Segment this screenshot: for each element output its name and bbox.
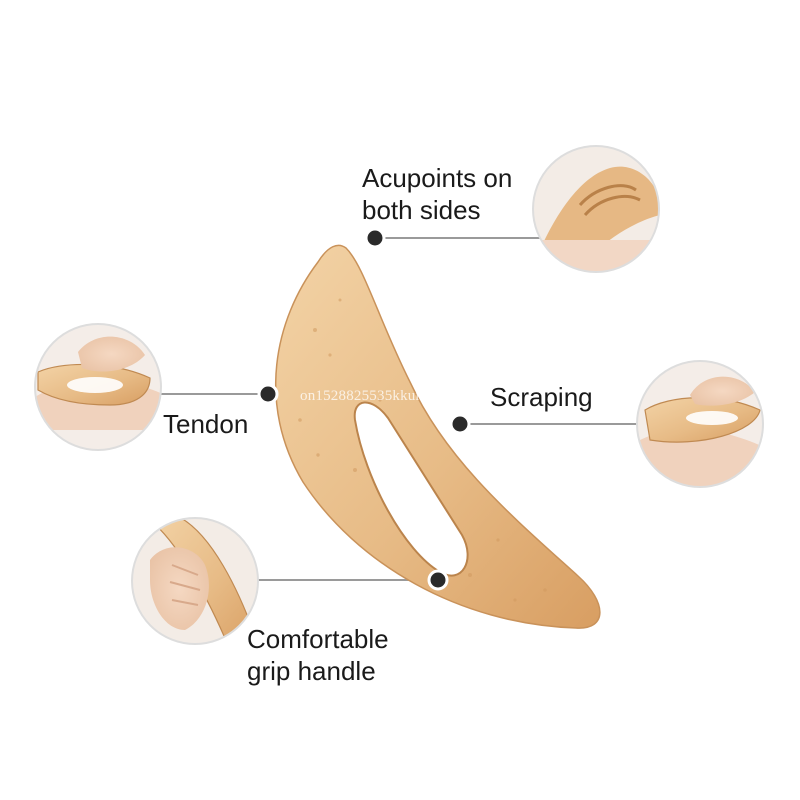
label-acupoints-line2: both sides: [362, 195, 481, 225]
detail-photo-tendon: [34, 323, 162, 451]
label-acupoints-line1: Acupoints on: [362, 163, 513, 193]
label-grip-line2: grip handle: [247, 656, 376, 686]
detail-photo-grip: [131, 517, 259, 645]
marker-tendon: [257, 383, 279, 405]
detail-photo-scraping: [636, 360, 764, 488]
leader-lines: [150, 237, 650, 581]
callout-markers: [257, 227, 471, 591]
watermark-text: on1528825535kkur: [300, 388, 421, 404]
marker-acupoints: [364, 227, 386, 249]
wooden-scraper-board: [275, 244, 601, 629]
marker-scraping: [449, 413, 471, 435]
marker-grip: [427, 569, 449, 591]
grip-slot: [353, 401, 469, 577]
label-tendon: Tendon: [163, 409, 249, 439]
label-scraping: Scraping: [490, 382, 593, 412]
label-grip-line1: Comfortable: [247, 624, 389, 654]
detail-photo-acupoints: [532, 145, 660, 273]
